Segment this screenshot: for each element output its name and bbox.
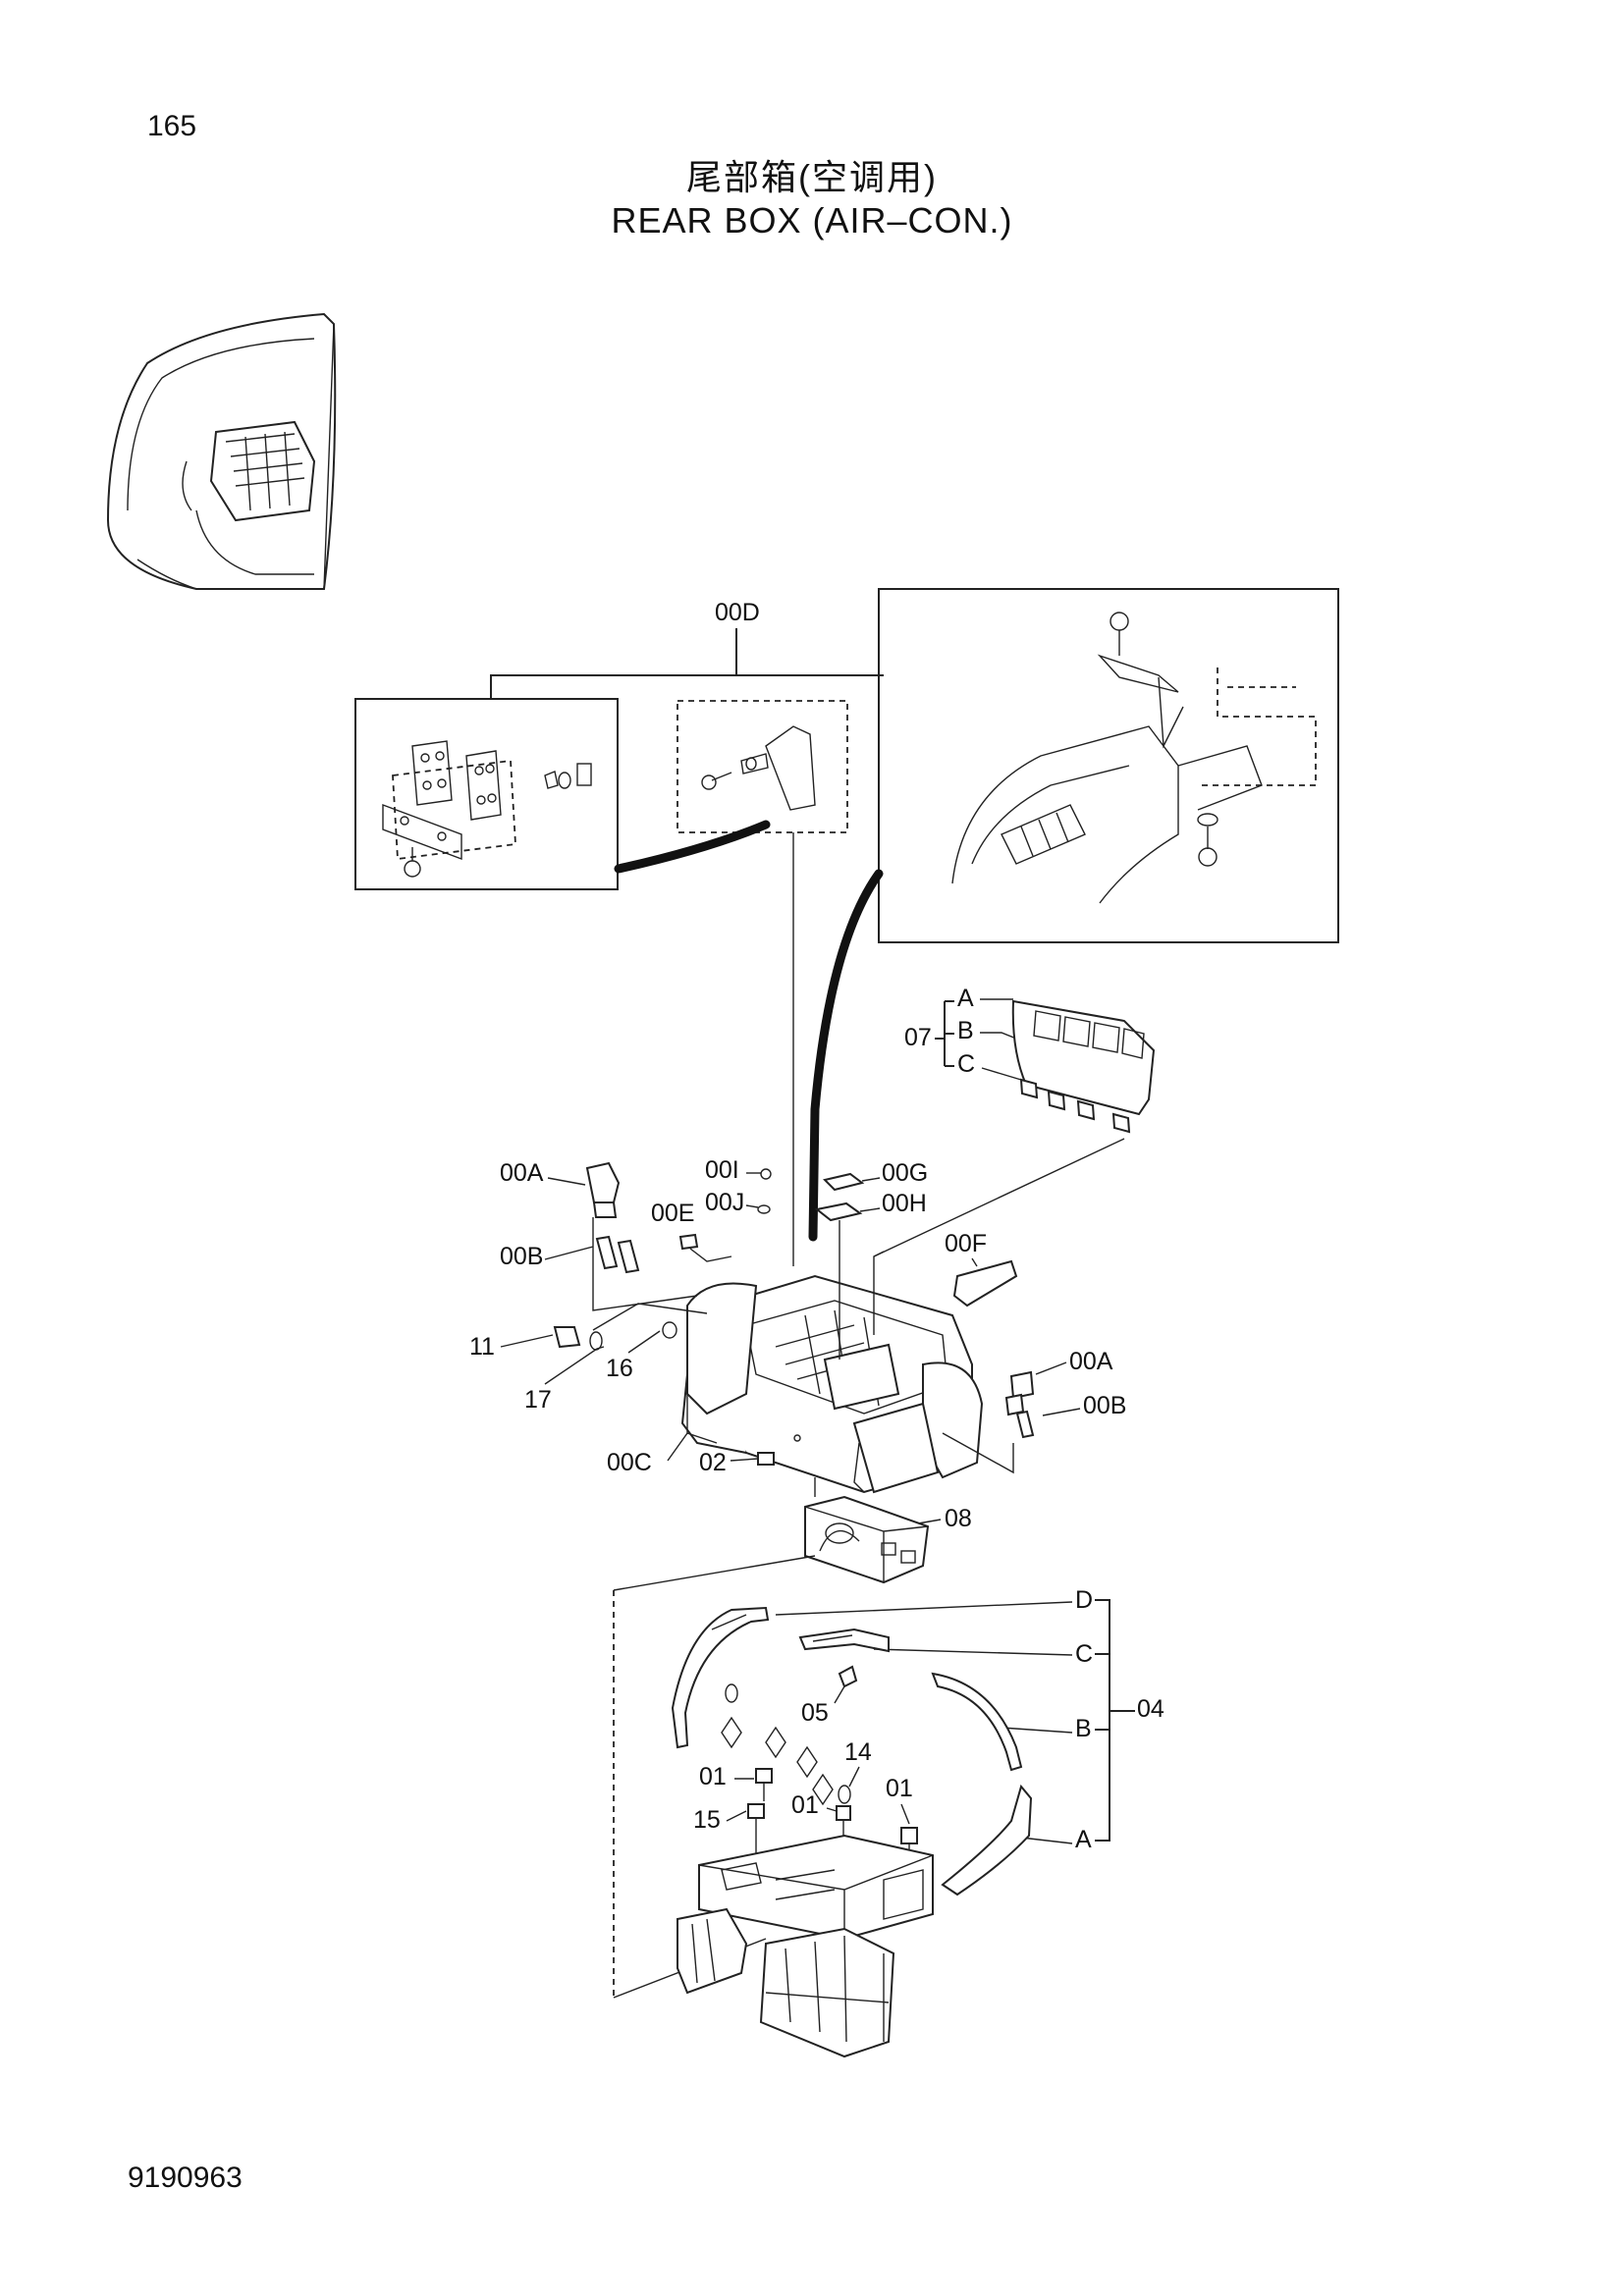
label-00C: 00C bbox=[607, 1449, 652, 1476]
label-07-A: A bbox=[957, 985, 974, 1012]
detail-box-left bbox=[354, 698, 619, 890]
label-05: 05 bbox=[801, 1699, 829, 1727]
label-00H: 00H bbox=[882, 1190, 927, 1217]
label-00J: 00J bbox=[705, 1189, 744, 1216]
connector-lines bbox=[490, 674, 884, 1266]
label-04-A: A bbox=[1075, 1826, 1092, 1853]
title-chinese: 尾部箱(空调用) bbox=[686, 157, 938, 197]
lower-assembly: D C B A 04 05 14 01 bbox=[613, 1555, 1164, 2058]
label-07-B: B bbox=[957, 1017, 974, 1044]
page-number: 165 bbox=[147, 110, 197, 142]
label-16: 16 bbox=[606, 1355, 633, 1382]
label-07-C: C bbox=[957, 1050, 975, 1078]
label-00E: 00E bbox=[651, 1200, 694, 1227]
label-01-c: 01 bbox=[886, 1775, 913, 1802]
label-11: 11 bbox=[469, 1333, 495, 1361]
label-07: 07 bbox=[904, 1024, 932, 1051]
label-04-C: C bbox=[1075, 1640, 1093, 1668]
rear-box-parts-top: 00I 00J 00G 00H 00F bbox=[705, 1156, 1018, 1360]
part-07: 07 A B C bbox=[904, 985, 1156, 1134]
label-04-B: B bbox=[1075, 1715, 1092, 1742]
label-02: 02 bbox=[699, 1449, 727, 1476]
detail-box-00D: 00D bbox=[677, 599, 848, 833]
label-04-D: D bbox=[1075, 1586, 1093, 1614]
rear-box-parts-left: 00A 00B 00E 11 17 16 00C 02 bbox=[469, 1159, 775, 1476]
label-01-a: 01 bbox=[699, 1763, 727, 1790]
title-english: REAR BOX (AIR–CON.) bbox=[611, 200, 1013, 240]
label-01-b: 01 bbox=[791, 1791, 819, 1819]
label-00A-right: 00A bbox=[1069, 1348, 1113, 1375]
rear-box-body bbox=[680, 1138, 1125, 1494]
label-00F: 00F bbox=[945, 1230, 987, 1257]
rear-box-parts-right: 00A 00B 08 bbox=[804, 1348, 1126, 1584]
label-00D: 00D bbox=[715, 599, 760, 626]
label-14: 14 bbox=[844, 1738, 872, 1766]
label-15: 15 bbox=[693, 1806, 721, 1834]
label-00G: 00G bbox=[882, 1159, 928, 1187]
label-08: 08 bbox=[945, 1505, 972, 1532]
label-00B-right: 00B bbox=[1083, 1392, 1126, 1419]
label-17: 17 bbox=[524, 1386, 552, 1414]
document-number: 9190963 bbox=[128, 2162, 243, 2194]
label-00B-left: 00B bbox=[500, 1243, 543, 1270]
label-00A-left: 00A bbox=[500, 1159, 544, 1187]
cab-thumbnail bbox=[106, 312, 337, 590]
detail-box-right bbox=[878, 588, 1339, 943]
label-04: 04 bbox=[1137, 1695, 1164, 1723]
label-00I: 00I bbox=[705, 1156, 739, 1184]
